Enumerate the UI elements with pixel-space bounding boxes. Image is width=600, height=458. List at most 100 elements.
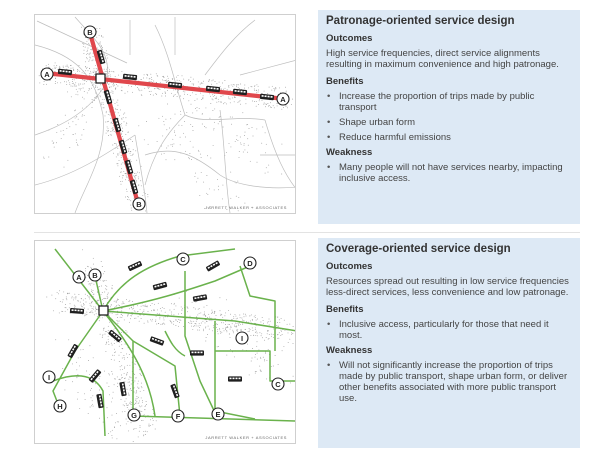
- density-dot: [139, 425, 141, 427]
- terminal-label-i-east: I: [235, 331, 249, 345]
- density-dot: [164, 316, 166, 318]
- density-dot: [236, 329, 238, 331]
- density-dot: [178, 124, 180, 126]
- density-dot: [84, 293, 86, 295]
- density-dot: [221, 313, 223, 315]
- density-dot: [261, 317, 263, 319]
- density-dot: [242, 112, 244, 114]
- density-dot: [67, 293, 69, 295]
- density-dot: [254, 101, 256, 103]
- density-dot: [235, 318, 237, 320]
- density-dot: [256, 90, 258, 92]
- density-dot: [88, 295, 90, 297]
- benefit-item: Increase the proportion of trips made by…: [326, 91, 572, 113]
- density-dot: [196, 316, 198, 318]
- density-dot: [75, 85, 77, 87]
- density-dot: [63, 134, 65, 136]
- density-dot: [94, 100, 96, 102]
- density-dot: [156, 94, 158, 96]
- density-dot: [86, 40, 88, 42]
- density-dot: [106, 68, 108, 70]
- density-dot: [157, 309, 158, 311]
- density-dot: [195, 301, 197, 303]
- density-dot: [89, 283, 91, 285]
- density-dot: [71, 81, 73, 82]
- density-dot: [115, 301, 117, 303]
- density-dot: [120, 183, 122, 185]
- density-dot: [123, 171, 125, 173]
- density-dot: [72, 299, 74, 301]
- density-dot: [123, 372, 125, 374]
- density-dot: [267, 93, 269, 94]
- density-dot: [211, 311, 213, 313]
- density-dot: [266, 359, 268, 361]
- density-dot: [251, 319, 253, 320]
- density-dot: [151, 310, 152, 312]
- density-dot: [240, 328, 242, 330]
- density-dot: [117, 99, 119, 101]
- density-dot: [181, 75, 183, 77]
- density-dot: [222, 327, 224, 329]
- density-dot: [112, 129, 114, 131]
- density-dot: [235, 322, 236, 324]
- density-dot: [247, 343, 249, 345]
- density-dot: [206, 321, 208, 322]
- density-dot: [147, 194, 149, 195]
- density-dot: [240, 329, 242, 331]
- patronage-benefits-list: Increase the proportion of trips made by…: [326, 91, 572, 143]
- density-dot: [232, 85, 234, 87]
- density-dot: [238, 88, 240, 90]
- density-dot: [88, 296, 90, 298]
- density-dot: [214, 97, 216, 99]
- density-dot: [116, 376, 118, 378]
- density-dot: [132, 441, 134, 442]
- density-dot: [91, 310, 93, 312]
- density-dot: [130, 377, 132, 379]
- density-dot: [198, 312, 200, 314]
- density-dot: [155, 73, 157, 75]
- density-dot: [73, 82, 74, 84]
- density-dot: [263, 90, 265, 92]
- density-dot: [117, 112, 119, 114]
- coverage-benefits-heading: Benefits: [326, 304, 364, 315]
- density-dot: [121, 315, 123, 317]
- density-dot: [48, 63, 49, 65]
- terminal-label-c-north: C: [176, 252, 190, 266]
- density-dot: [218, 116, 220, 118]
- density-dot: [136, 397, 138, 399]
- density-dot: [121, 365, 123, 367]
- density-dot: [73, 84, 75, 86]
- density-dot: [117, 153, 119, 155]
- svg-text:F: F: [176, 412, 181, 421]
- density-dot: [110, 122, 112, 124]
- density-dot: [170, 321, 172, 323]
- density-dot: [115, 314, 117, 316]
- density-dot: [105, 132, 107, 134]
- density-dot: [172, 79, 174, 81]
- density-dot: [262, 320, 264, 321]
- density-dot: [280, 329, 282, 331]
- density-dot: [138, 405, 140, 407]
- density-dot: [162, 323, 164, 325]
- density-dot: [84, 83, 85, 85]
- density-dot: [220, 313, 222, 315]
- density-dot: [98, 286, 100, 288]
- density-dot: [250, 85, 252, 87]
- density-dot: [248, 374, 250, 376]
- patronage-density-dots: [38, 26, 294, 212]
- density-dot: [256, 128, 258, 130]
- svg-text:B: B: [92, 271, 98, 280]
- density-dot: [213, 313, 215, 315]
- density-dot: [99, 43, 101, 45]
- density-dot: [135, 150, 137, 152]
- density-dot: [136, 87, 138, 88]
- density-dot: [105, 343, 107, 345]
- density-dot: [177, 325, 179, 327]
- density-dot: [118, 153, 120, 155]
- density-dot: [211, 330, 213, 332]
- density-dot: [162, 92, 164, 94]
- density-dot: [98, 88, 100, 90]
- density-dot: [119, 369, 121, 371]
- density-dot: [181, 124, 183, 126]
- density-dot: [130, 315, 132, 317]
